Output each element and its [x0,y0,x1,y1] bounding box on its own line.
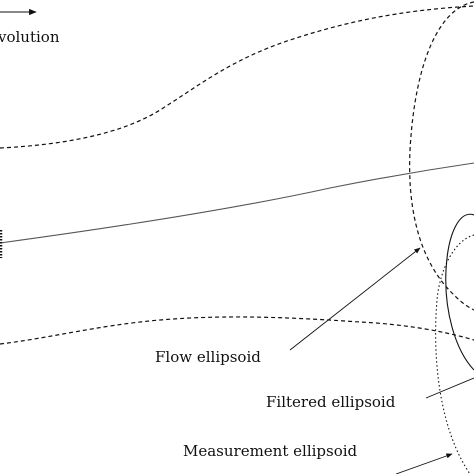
flow-ellipsoid [409,1,474,311]
time-evolution-label: volution [0,28,60,46]
filtered-ellipsoid-label: Filtered ellipsoid [266,393,396,411]
filtered-ellipsoid [445,213,474,371]
tube-upper-boundary [0,5,474,149]
filtered-ellipsoid-pointer [425,377,474,399]
flow-ellipsoid-pointer [289,247,421,351]
measurement-ellipsoid-pointer [395,453,453,474]
flow-ellipsoid-label: Flow ellipsoid [155,348,261,366]
measurement-ellipsoid [435,234,474,474]
trajectory-line [0,162,474,244]
measurement-ellipsoid-label: Measurement ellipsoid [183,442,358,460]
tube-lower-boundary [0,316,474,345]
